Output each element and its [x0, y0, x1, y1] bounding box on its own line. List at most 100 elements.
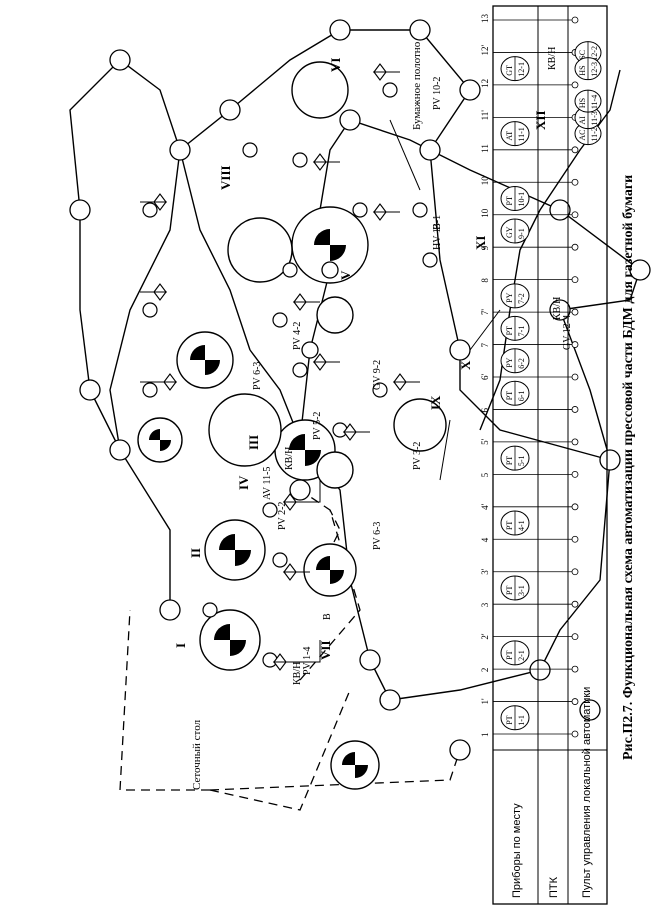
- field-instrument-tag: 5-1: [517, 455, 526, 466]
- column-number: 6': [480, 374, 490, 381]
- column-number: 5': [480, 438, 490, 445]
- field-instrument-tag: 2-1: [517, 650, 526, 661]
- tag-pv52: PV 5-2: [312, 412, 323, 440]
- column-number: 6: [480, 407, 490, 412]
- table-columns: 11'22'33'44'55'66'77'891010'1111'1212'13…: [480, 14, 602, 738]
- steam-label-1: КВ/Н: [292, 662, 303, 685]
- panel-instrument-type: AC: [578, 129, 587, 140]
- guide-rolls: [69, 19, 651, 761]
- column-number: 2: [480, 668, 490, 673]
- field-instrument-type: PY: [505, 292, 514, 302]
- paper-web-label: Бумажное полотно: [411, 41, 423, 130]
- column-number: 1: [480, 733, 490, 738]
- panel-instrument-type: HS: [578, 65, 587, 75]
- label-V: V: [338, 270, 353, 280]
- field-instrument-tag: 6-2: [517, 358, 526, 369]
- field-instrument-type: GT: [505, 65, 514, 76]
- panel-instrument-type: AI: [578, 116, 587, 125]
- field-instrument-type: AT: [505, 131, 514, 141]
- field-instrument-type: PT: [505, 456, 514, 465]
- field-instrument-tag: 12-1: [517, 62, 526, 77]
- text-labels: Сеточный стол Бумажное полотно КВ/Н КВ/Н…: [191, 41, 573, 790]
- column-number: 11': [480, 110, 490, 121]
- water-label-2: В: [432, 223, 443, 230]
- tag-pv63b: PV 6-3: [372, 522, 383, 550]
- field-instrument-tag: 1-1: [517, 715, 526, 726]
- label-II: II: [188, 548, 203, 558]
- wire-table-label: Сеточный стол: [191, 719, 203, 790]
- column-number: 7': [480, 309, 490, 316]
- panel-instrument-tag: 12-2: [590, 46, 599, 61]
- column-number: 1': [480, 698, 490, 705]
- label-X: X: [458, 360, 473, 370]
- panel-instrument-tag: 11-4: [590, 95, 599, 109]
- field-instrument-type: PT: [505, 715, 514, 724]
- label-XI: XI: [473, 236, 488, 250]
- column-number: 13: [480, 14, 490, 24]
- panel-instrument-tag: 11-3: [590, 111, 599, 125]
- field-instrument-tag: 10-1: [517, 192, 526, 207]
- column-number: 10: [480, 208, 490, 218]
- field-instrument-type: PT: [505, 586, 514, 595]
- field-instrument-tag: 4-1: [517, 520, 526, 531]
- column-number: 3: [480, 602, 490, 607]
- field-instrument-tag: 3-1: [517, 585, 526, 596]
- column-number: 12: [480, 79, 490, 88]
- label-XII: XII: [533, 110, 548, 130]
- column-number: 5: [480, 472, 490, 477]
- label-I: I: [173, 643, 188, 648]
- row-label-field: Приборы по месту: [511, 803, 523, 898]
- field-instrument-tag: 7-2: [517, 293, 526, 304]
- column-number: 7: [480, 343, 490, 348]
- steam-label-3: КВ/Н: [552, 297, 563, 320]
- column-number: 11: [480, 144, 490, 153]
- felt-loops: [69, 29, 641, 701]
- figure-caption: Рис.П2.7. Функциональная схема автоматиз…: [621, 175, 636, 760]
- column-number: 4: [480, 537, 490, 542]
- label-VIII: VIII: [218, 165, 233, 190]
- label-IX: IX: [428, 395, 443, 410]
- field-instrument-type: PT: [505, 391, 514, 400]
- steam-label-2: КВ/Н: [284, 447, 295, 470]
- tag-pv32: PV 3-2: [412, 442, 423, 470]
- label-VII: VII: [318, 640, 333, 660]
- steam-label-4: КВ/Н: [547, 47, 558, 70]
- tag-pv14: PV 1-4: [302, 647, 313, 675]
- panel-instrument-tag: 12-3: [590, 62, 599, 77]
- tag-pv102: PV 10-2: [432, 77, 443, 110]
- valve-bubbles: [142, 82, 438, 668]
- tag-pv42: PV 4-2: [292, 322, 303, 350]
- field-instrument-type: PT: [505, 650, 514, 659]
- column-number: 10': [480, 174, 490, 185]
- instrument-table: Приборы по месту ПТК Пульт управления ло…: [480, 5, 608, 905]
- column-number: 3': [480, 568, 490, 575]
- column-number: 2': [480, 633, 490, 640]
- tag-av115: AV 11-5: [262, 467, 273, 500]
- column-number: 4': [480, 503, 490, 510]
- field-instrument-tag: 9-1: [517, 228, 526, 239]
- water-label-1: В: [322, 613, 333, 620]
- panel-instrument-type: SC: [578, 50, 587, 60]
- panel-instrument-tag: 11-2: [590, 127, 599, 141]
- tag-pv22: PV 2-2: [277, 502, 288, 530]
- field-instrument-type: GY: [505, 226, 514, 238]
- field-instrument-type: PT: [505, 326, 514, 335]
- label-III: III: [246, 435, 261, 450]
- roll-centres: [149, 229, 368, 778]
- label-IV: IV: [236, 475, 251, 490]
- field-instrument-type: PY: [505, 357, 514, 367]
- equipment-labels: I II III IV V VI VII VIII IX X XI XII: [173, 58, 548, 660]
- tag-gv92: GV 9-2: [372, 360, 383, 390]
- panel-instrument-type: HS: [578, 98, 587, 108]
- row-label-panel: Пульт управления локальной автоматики: [581, 687, 593, 898]
- column-number: 9: [480, 245, 490, 250]
- column-number: 12': [480, 44, 490, 55]
- field-instrument-tag: 6-1: [517, 391, 526, 402]
- row-label-ptk: ПТК: [548, 876, 560, 898]
- column-number: 8: [480, 278, 490, 283]
- tag-pv63a: PV 6-3: [252, 362, 263, 390]
- field-instrument-tag: 11-1: [517, 127, 526, 141]
